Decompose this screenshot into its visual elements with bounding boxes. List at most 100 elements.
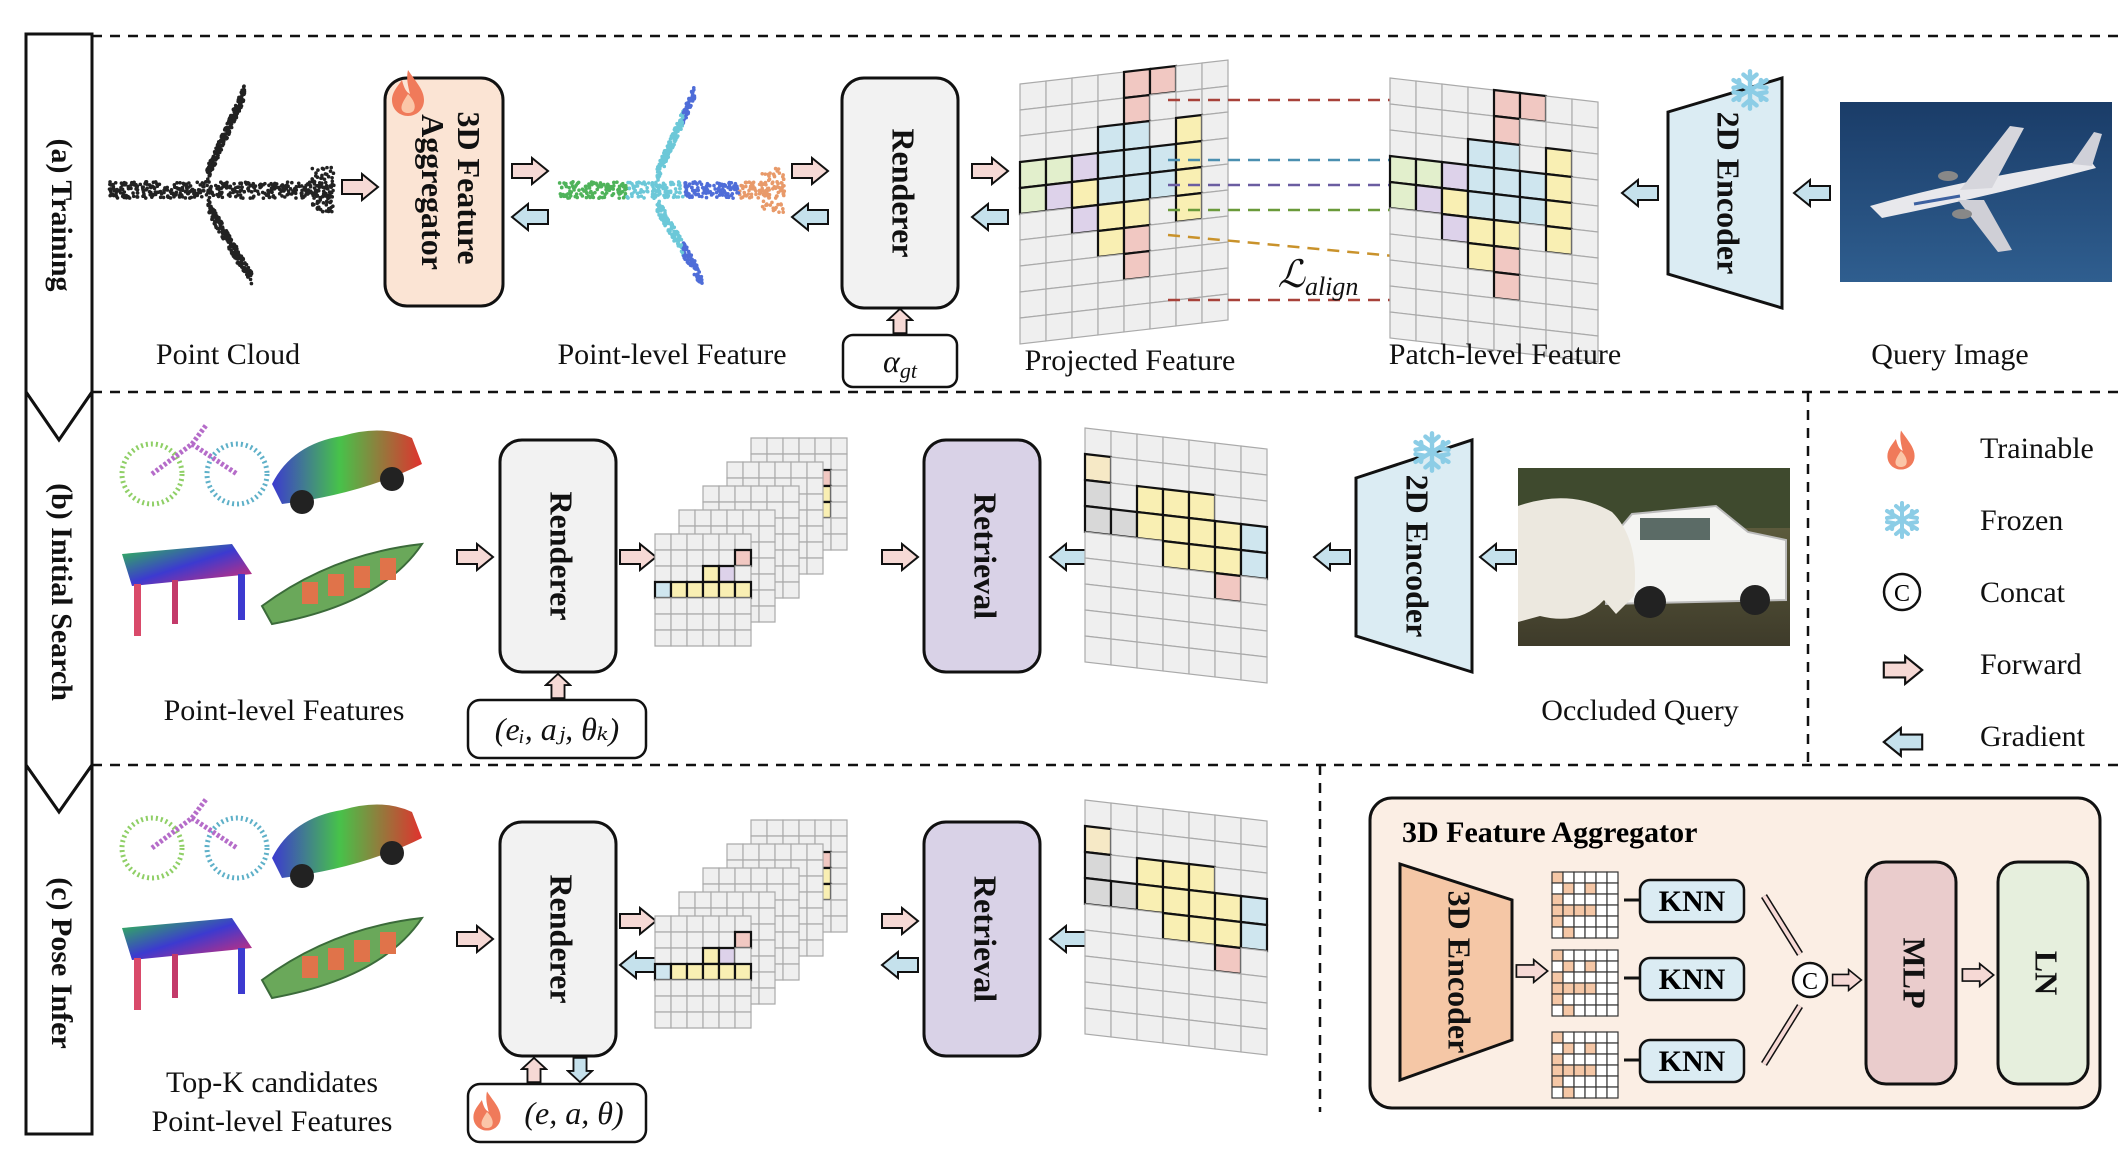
boat-seat [328,574,344,596]
rendered-feature-stack [653,819,848,1029]
forward-arrow [456,543,494,571]
forward-arrow-up [520,1056,548,1084]
candidates-label-line1: Top-K candidates [166,1066,378,1099]
legend-concat: Concat [1980,576,2066,609]
legend-gradient: Gradient [1980,720,2086,753]
projected-feature-label: Projected Feature [1025,344,1236,377]
concat-node [1791,961,1829,999]
gt-pose-box [841,333,959,389]
aggregator-label-line2: Aggregator [415,114,451,270]
patch-level-feature-label: Patch-level Feature [1389,338,1621,371]
forward-arrow [341,173,379,201]
legend-concat-icon [1882,572,1922,612]
point-level-features-label: Point-level Features [164,694,405,727]
forward-arrow-up [544,672,572,700]
table-leg [172,580,178,624]
legend-frozen: Frozen [1980,504,2063,537]
query-feature-grid [1083,799,1269,1056]
forward-arrow [511,157,549,185]
boat-seat [354,566,370,588]
legend-concat-symbol: C [1894,581,1910,607]
legend-forward: Forward [1980,648,2082,681]
legend-gradient-icon [1882,726,1924,758]
knn-label: KNN [1659,885,1726,918]
legend-flame-icon [1887,430,1915,470]
forward-arrow-up [886,307,914,335]
table-leg [134,958,141,1010]
gradient-arrow [619,951,657,979]
table-top [122,544,252,586]
svg-text:3D Feature Aggregator: 3D Feature Aggregator [415,111,487,272]
legend-forward-icon [1882,654,1924,686]
boat-seat [328,948,344,970]
forward-arrow [619,543,657,571]
boat-seat [380,932,396,954]
bicycle-frame [150,422,239,477]
legend-snowflake-icon [1885,501,1919,539]
knn-block [1638,878,1746,924]
retrieval-block [922,820,1042,1058]
point-encoder-label: 3D Encoder [1442,891,1478,1054]
concat-symbol: C [1802,969,1818,995]
car-wheel [380,841,404,865]
knn-label: KNN [1659,963,1726,996]
bicycle-wheel [204,441,270,507]
feature-grids [1551,871,1642,1099]
point-encoder-block [1398,861,1514,1083]
backward-arrow [1313,543,1351,571]
alignment-loss-label: ℒalign [1278,254,1359,301]
legend-trainable: Trainable [1980,432,2094,465]
table-leg [238,574,245,620]
candidate-feature-thumbnails [119,796,425,1010]
bicycle-frame [150,796,239,851]
table-leg [134,584,141,636]
boat-seat [380,558,396,580]
encoder-label: 2D Encoder [1711,112,1747,275]
forward-arrow [456,925,494,953]
occluded-query-image [1518,468,1790,646]
stage-tab-pose [24,760,94,1136]
knn-label: KNN [1659,1045,1726,1078]
backward-arrow [1049,543,1087,571]
forward-arrow [791,157,829,185]
feature-aggregator-block [383,76,505,308]
gradient-arrow [881,951,919,979]
pose-param-box [466,1082,648,1144]
knn-block [1638,1038,1746,1084]
stage-label-pose: (c) Pose Infer [45,877,78,1049]
stage-label-initial: (b) Initial Search [45,483,78,701]
pose-grid-label: (eᵢ, aⱼ, θₖ) [495,711,619,747]
renderer-block [498,820,618,1058]
forward-arrow [881,907,919,935]
aggregator-detail-title: 3D Feature Aggregator [1402,816,1697,849]
image-encoder-block [1666,75,1784,311]
car-shape [272,804,422,878]
stage-label-training: (a) Training [45,138,78,291]
rendered-feature-stack [653,437,848,647]
point-level-feature-label: Point-level Feature [557,338,786,371]
query-image [1840,102,2112,282]
gradient-arrow [791,203,829,231]
boat-seat [354,940,370,962]
gradient-arrow [511,203,549,231]
backward-arrow [1479,543,1517,571]
renderer-label: Renderer [544,491,580,620]
knn-block [1638,956,1746,1002]
boat-seat [302,956,318,978]
point-cloud-label: Point Cloud [156,338,300,371]
gradient-arrow [1621,179,1659,207]
legend: Trainable Frozen C Concat Forward Gradie… [1882,430,2094,758]
gt-pose-label: αgt [883,343,918,383]
aggregator-label-line1: 3D Feature [451,111,487,264]
table-top [122,918,252,960]
encoder-label: 2D Encoder [1400,475,1436,638]
forward-arrow [619,907,657,935]
mlp-block [1864,860,1958,1086]
car-wheel [290,490,314,514]
query-feature-grid [1083,427,1269,684]
bicycle-wheel [204,815,270,881]
ln-label: LN [2029,951,2065,995]
bicycle-wheel [119,815,185,881]
renderer-label: Renderer [544,874,580,1003]
renderer-label: Renderer [886,128,922,257]
